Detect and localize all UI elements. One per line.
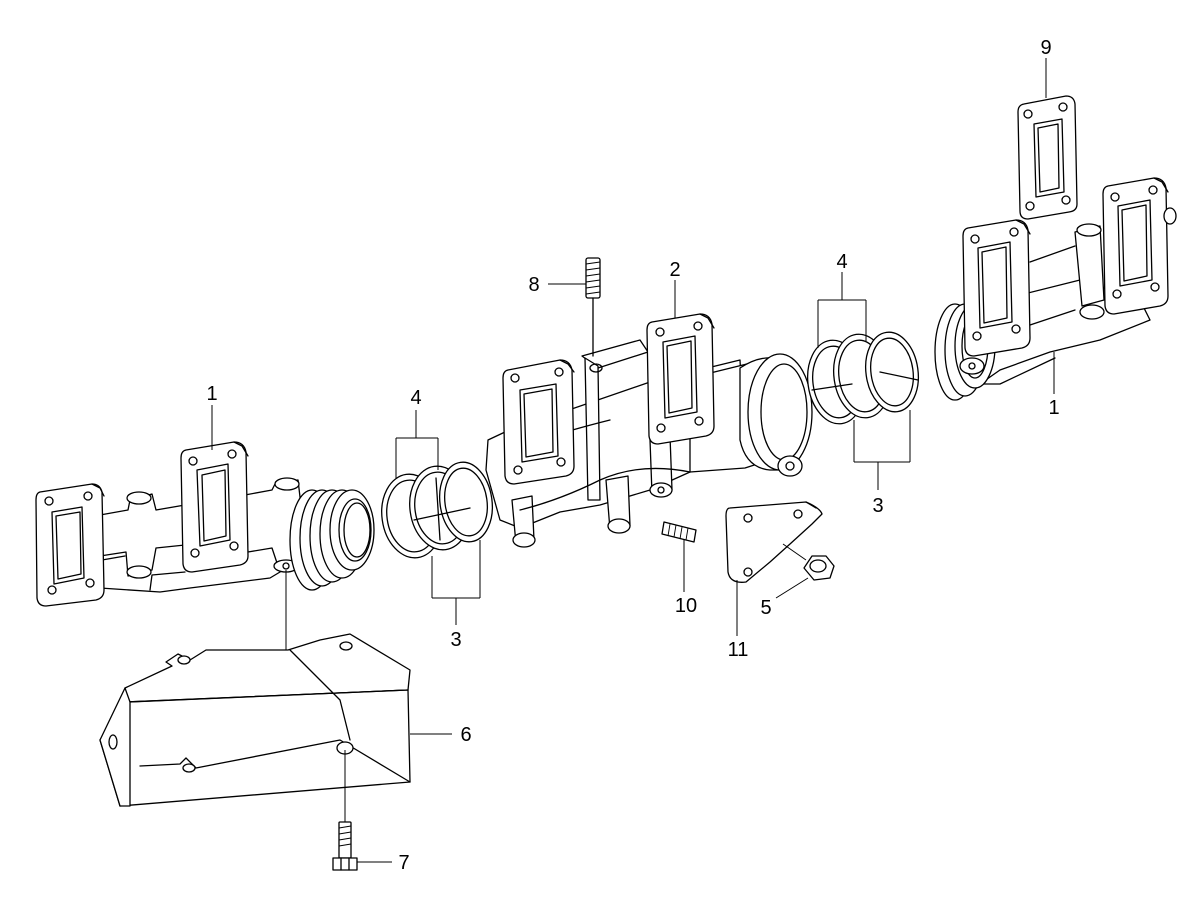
gasket-9	[1017, 95, 1078, 220]
bolt-7	[332, 821, 358, 871]
callout-8: 8	[528, 274, 539, 296]
outlet-collar	[739, 353, 813, 477]
callout-4-right: 4	[836, 251, 847, 273]
callout-1-left: 1	[206, 383, 217, 405]
callout-10: 10	[675, 595, 697, 617]
bellows-spigot-left	[289, 489, 375, 591]
callout-labels: 1 1 2 3 3 4 4 5 6 7 8 9 10 11	[206, 37, 1059, 874]
flange-center-right	[646, 313, 715, 445]
flange-right-inner	[962, 219, 1031, 357]
sealing-rings-left	[381, 461, 493, 559]
callout-1-right: 1	[1048, 397, 1059, 419]
manifold-section-center	[485, 313, 813, 548]
leader-lines	[211, 58, 1055, 863]
callout-2: 2	[669, 259, 680, 281]
stud-10	[661, 521, 697, 543]
callout-7: 7	[398, 852, 409, 874]
manifold-section-left	[35, 441, 375, 607]
sealing-rings-right	[807, 331, 919, 425]
callout-11: 11	[728, 639, 749, 661]
heat-shield-6	[99, 633, 411, 807]
flange-right-outer	[1102, 177, 1177, 315]
callout-4-left: 4	[410, 387, 421, 409]
callout-5: 5	[760, 597, 771, 619]
flange-center-left	[502, 359, 575, 485]
callout-3-right: 3	[872, 495, 883, 517]
stud-bolt-8	[585, 257, 601, 357]
flange-left-end	[35, 483, 105, 607]
callout-9: 9	[1040, 37, 1051, 59]
flange-left-middle	[180, 441, 249, 573]
callout-6: 6	[460, 724, 471, 746]
bracket-plate-11	[725, 501, 823, 583]
callout-3-left: 3	[450, 629, 461, 651]
manifold-section-right	[934, 177, 1177, 401]
nut-5	[803, 555, 835, 581]
